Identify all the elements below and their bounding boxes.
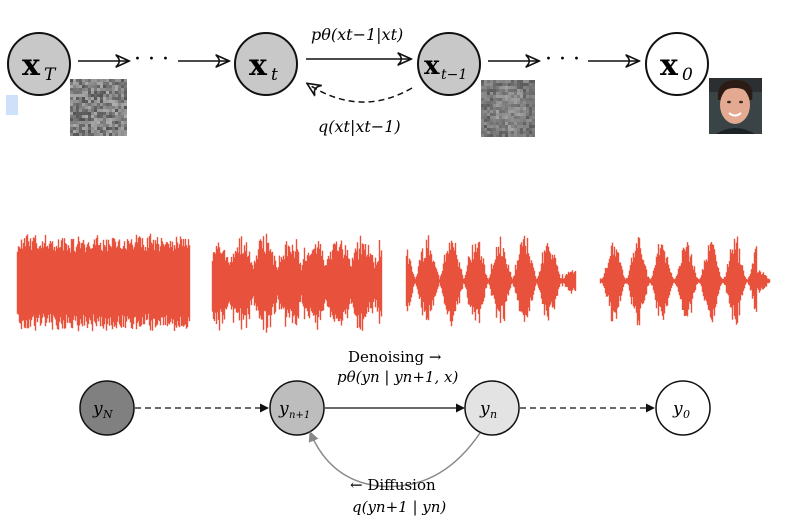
node-x-t-minus-1: x t−1 [417,32,481,96]
node-y-0: y 0 [655,380,711,436]
waveforms [16,233,771,333]
thumbnail-noisy-face [481,80,535,137]
node-y-n-label: y [479,399,490,419]
dots-1: · · · [134,47,169,72]
reverse-process-label: pθ(xt−1|xt) [311,25,403,44]
node-y-0-label: y [672,399,683,419]
node-x-t: x t [234,32,298,96]
node-x-t-label: x [249,48,268,83]
bottom-diagram: Denoising → pθ(yn | yn+1, x) y N y n+1 y… [79,348,711,516]
top-diagram: x T · · · x t pθ(xt−1|xt) q(xt|xt−1) x t… [6,25,762,137]
thumbnail-clean-face [709,78,762,134]
node-x-T-sub: T [44,65,57,85]
node-y-n-plus-1: y n+1 [269,380,325,436]
node-x-T: x T [7,32,71,96]
node-y-n: y n [464,380,520,436]
selection-artifact [6,95,18,115]
node-y-0-sub: 0 [683,408,690,421]
node-y-n-sub: n [490,408,497,421]
node-y-N-sub: N [102,408,113,421]
arrow-diffusion-curve [308,431,481,488]
node-y-n-plus-1-sub: n+1 [289,410,310,421]
dots-2: · · · [545,47,580,72]
node-x-0-label: x [660,48,679,83]
diffusion-title: ← Diffusion [350,476,436,494]
denoising-formula: pθ(yn | yn+1, x) [337,368,458,386]
thumbnail-noise [70,79,127,136]
node-x-0-sub: 0 [682,65,693,85]
node-x-0: x 0 [645,32,709,96]
node-y-N-label: y [92,399,103,419]
node-y-N: y N [79,380,135,436]
node-x-T-label: x [22,48,41,83]
node-x-t-sub: t [271,65,278,85]
forward-process-label: q(xt|xt−1) [318,117,401,136]
arrow-forward-dashed [308,84,413,103]
node-x-t-minus-1-sub: t−1 [441,67,467,83]
diffusion-formula: q(yn+1 | yn) [352,498,446,516]
node-x-t-minus-1-label: x [424,51,440,81]
node-y-n-plus-1-label: y [278,399,289,419]
denoising-title: Denoising → [348,348,442,366]
